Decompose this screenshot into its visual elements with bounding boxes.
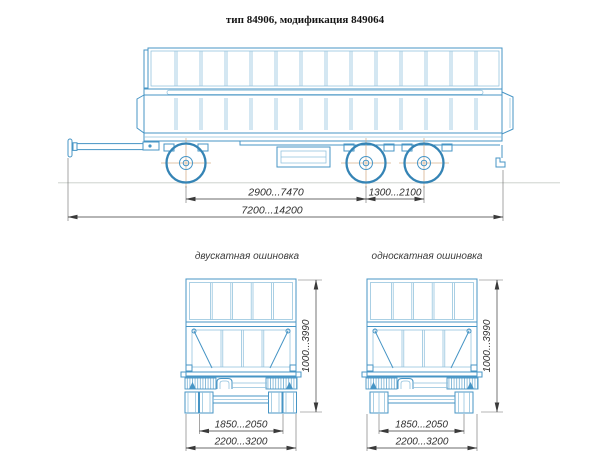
- single-rear-body: [361, 278, 483, 390]
- drawbar: [67, 138, 160, 158]
- side-rail: [143, 88, 503, 96]
- dual-height-value: 1000...3990: [301, 319, 312, 372]
- single-tires-label: односкатная ошиновка: [372, 251, 483, 262]
- single-dimension-width: 2200...3200: [366, 414, 478, 451]
- dual-dimension-height: 1000...3990: [298, 279, 322, 413]
- dual-track-value: 1850...2050: [215, 420, 268, 431]
- drawbar-pivot: [148, 144, 152, 148]
- single-height-value: 1000...3990: [482, 319, 493, 372]
- side-view-drawing: 2900...7470 1300...2100 7200...14200: [58, 47, 560, 221]
- dimension-bogie-value: 1300...2100: [369, 188, 422, 199]
- front-wheel: [161, 138, 211, 188]
- dimension-length-value: 7200...14200: [241, 205, 302, 217]
- dual-rear-body: [180, 278, 302, 390]
- rear-wheel-2: [399, 138, 449, 188]
- dimension-bogie-spacing: 1300...2100: [365, 188, 425, 202]
- single-track-value: 1850...2050: [395, 420, 448, 431]
- lower-tier-boards: [136, 94, 503, 134]
- rear-view-dual-tires: двускатная ошиновка 1000...3990 1850...2…: [180, 251, 322, 451]
- chassis-frame: [143, 132, 503, 146]
- dual-dimension-width: 2200...3200: [185, 414, 297, 451]
- single-tires: [369, 391, 474, 414]
- drawing-title: тип 84906, модификация 849064: [226, 14, 385, 26]
- toolbox: [276, 146, 331, 168]
- dual-tires-label: двускатная ошиновка: [195, 251, 300, 262]
- dimension-wheelbase: 2900...7470: [185, 187, 367, 202]
- dual-dimension-track: 1850...2050: [199, 414, 284, 434]
- single-dimension-track: 1850...2050: [378, 414, 465, 434]
- dimension-overall-length: 7200...14200: [67, 205, 504, 220]
- single-width-value: 2200...3200: [395, 437, 449, 448]
- dual-width-value: 2200...3200: [214, 437, 268, 448]
- dimension-wheelbase-value: 2900...7470: [247, 187, 304, 199]
- rear-view-single-tires: односкатная ошиновка 1000...3990 1850...…: [361, 251, 503, 451]
- upper-tier-boards: [143, 47, 503, 90]
- single-dimension-height: 1000...3990: [479, 279, 503, 413]
- rear-wheel-1: [341, 138, 391, 188]
- rear-overhang: [495, 91, 514, 168]
- dual-tires: [184, 391, 297, 414]
- spring-hangers: [163, 143, 453, 152]
